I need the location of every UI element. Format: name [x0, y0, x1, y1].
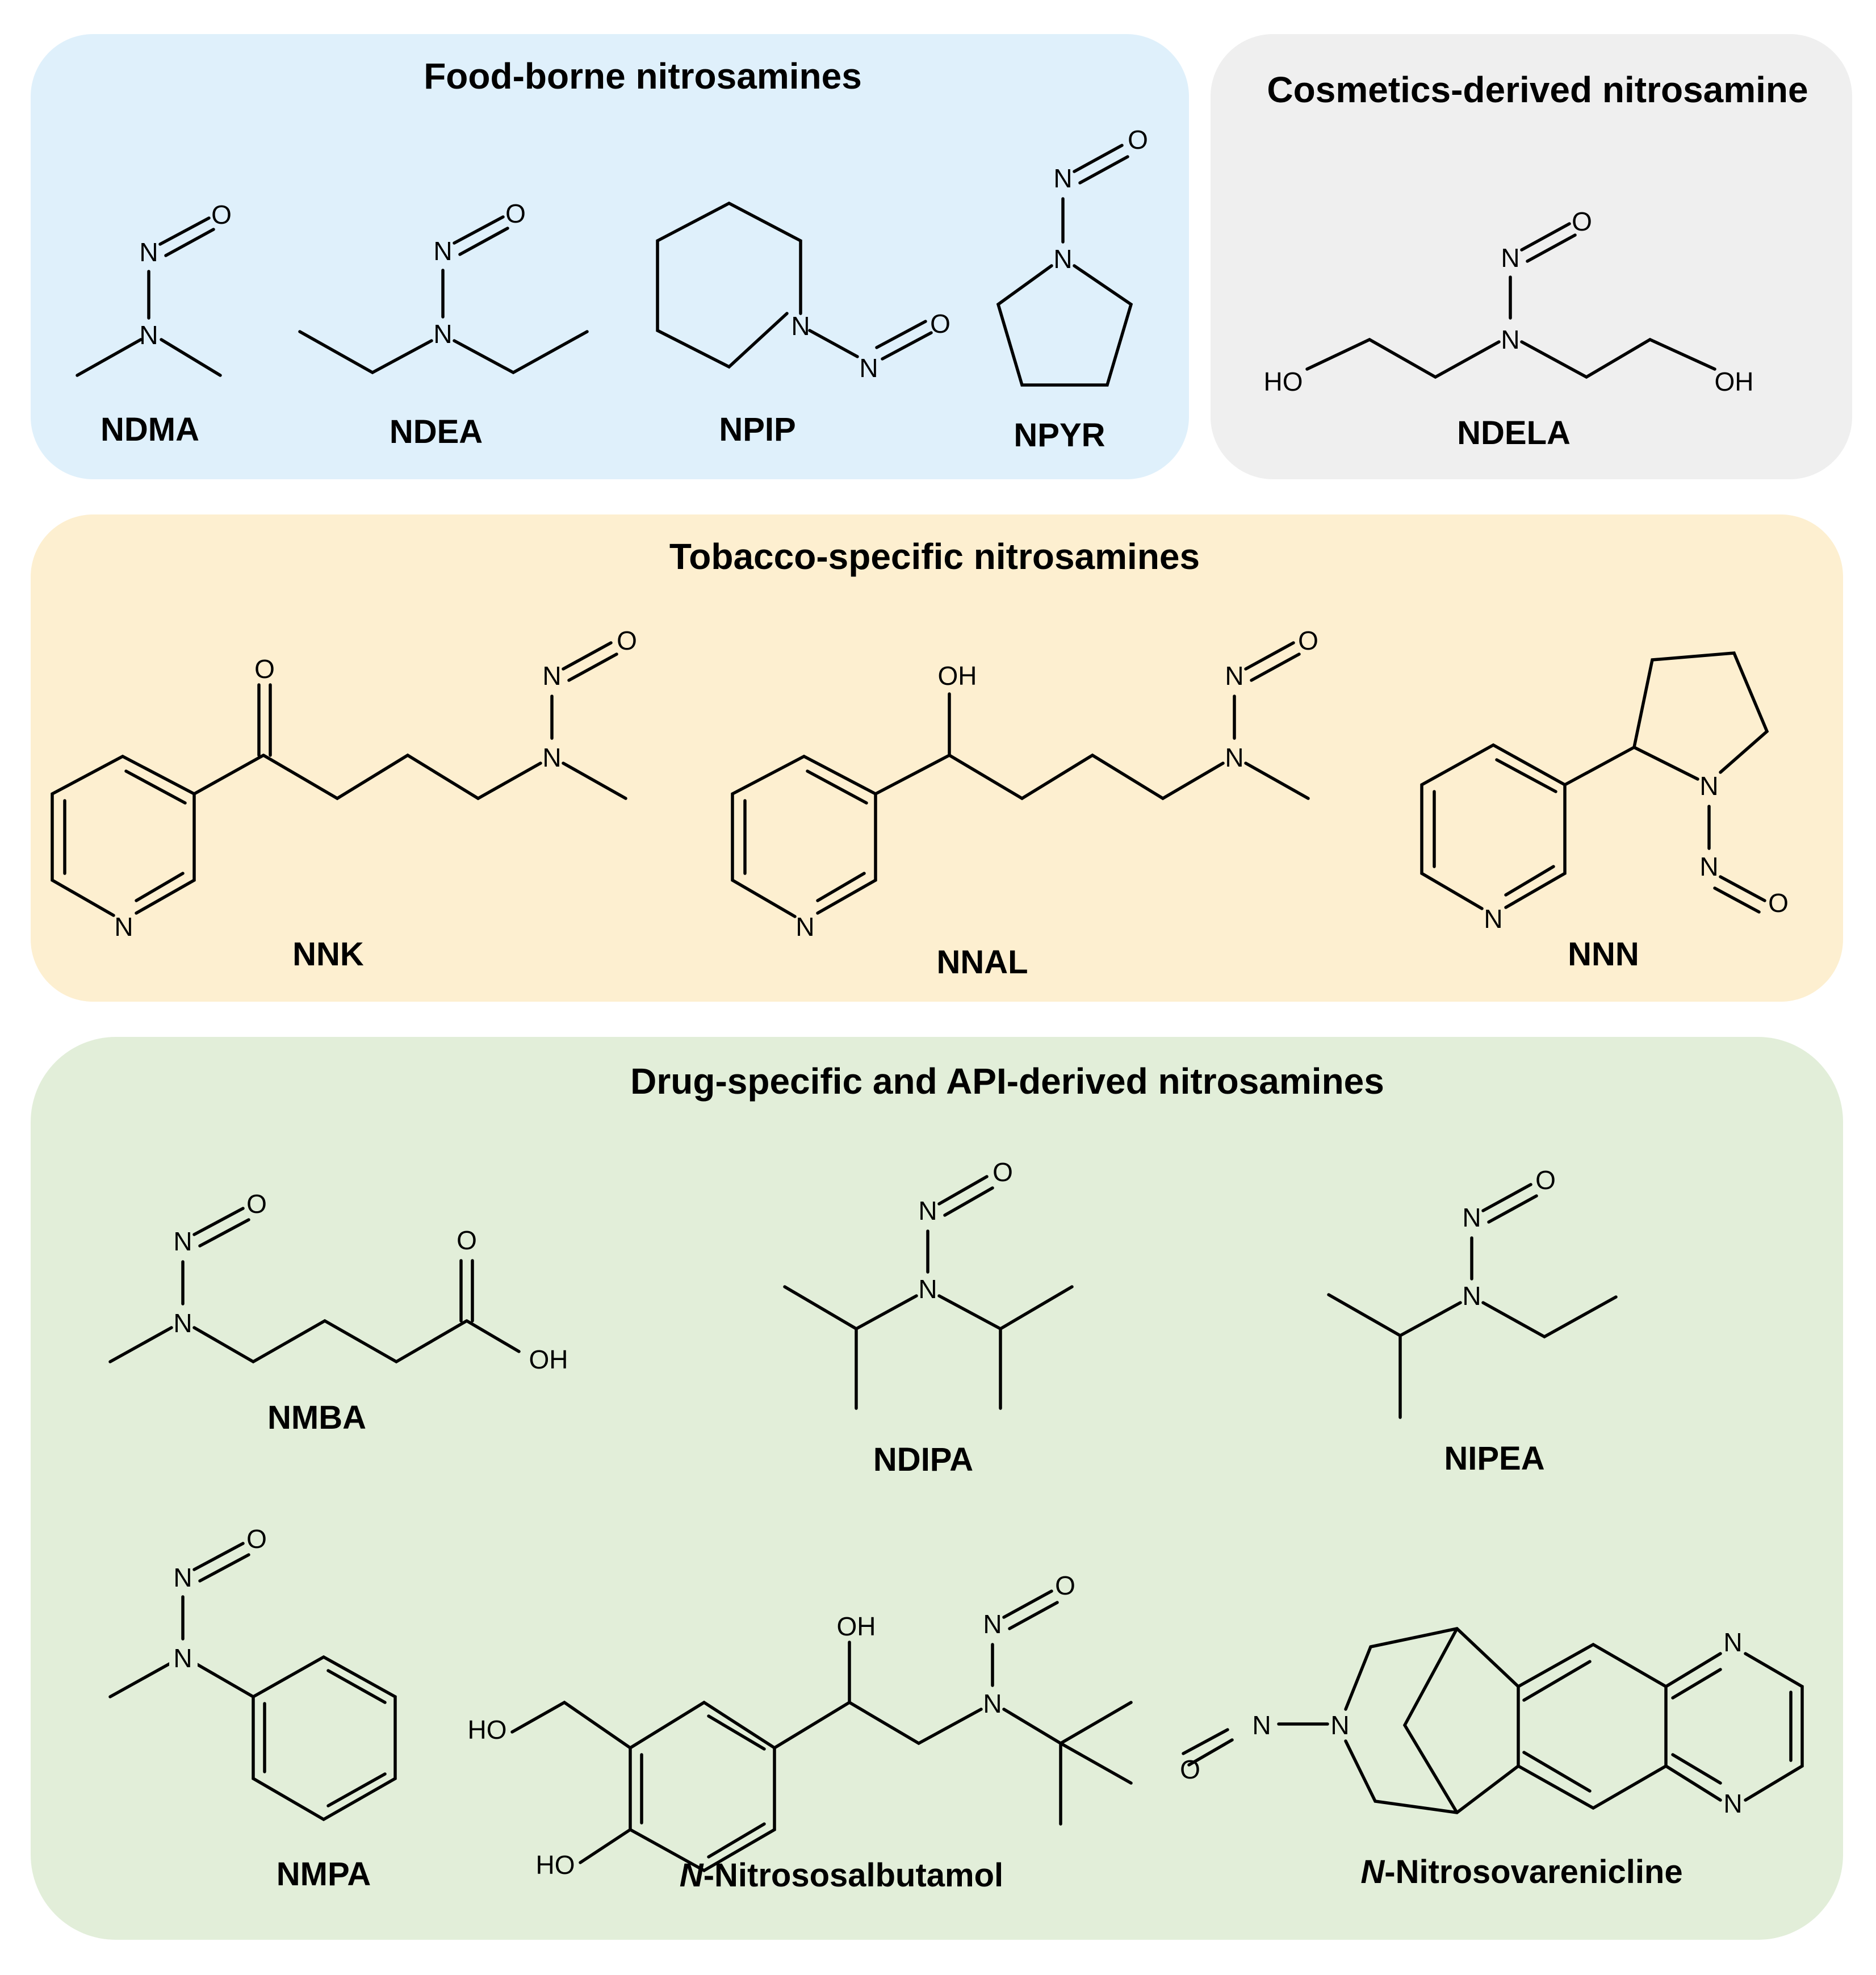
panel-title-drug: Drug-specific and API-derived nitrosamin… — [630, 1061, 1384, 1102]
label-nmba: NMBA — [267, 1399, 366, 1436]
svg-text:N: N — [173, 1563, 192, 1592]
svg-text:N: N — [1699, 771, 1718, 801]
svg-text:N: N — [1501, 243, 1519, 273]
structure-ndela: HO N N O OH — [1264, 207, 1754, 396]
svg-text:N: N — [1053, 164, 1072, 193]
svg-text:N: N — [983, 1609, 1002, 1639]
svg-text:O: O — [246, 1189, 267, 1219]
label-ndipa: NDIPA — [873, 1441, 973, 1478]
svg-text:N: N — [139, 237, 158, 267]
svg-text:N: N — [1484, 904, 1502, 934]
svg-text:N: N — [983, 1689, 1002, 1718]
svg-text:HO: HO — [536, 1850, 575, 1880]
structure-nipea: N N O — [1327, 1165, 1618, 1419]
svg-text:O: O — [246, 1524, 267, 1554]
svg-text:N: N — [1252, 1710, 1271, 1740]
svg-text:N: N — [1225, 743, 1243, 772]
panel-food — [31, 34, 1189, 479]
svg-text:N: N — [173, 1308, 192, 1338]
svg-text:O: O — [1572, 207, 1592, 236]
svg-text:O: O — [930, 309, 950, 338]
svg-text:O: O — [1535, 1165, 1556, 1195]
label-nitrososalbutamol: N-Nitrososalbutamol — [680, 1857, 1003, 1894]
structure-nmpa: N N O — [108, 1524, 397, 1822]
svg-text:O: O — [254, 654, 275, 684]
panel-tobacco — [31, 514, 1843, 1002]
svg-text:OH: OH — [938, 661, 977, 691]
label-nnk: NNK — [292, 936, 364, 973]
svg-text:N: N — [173, 1227, 192, 1256]
structure-nitrosovarenicline: O N N N N — [1180, 1627, 1804, 1818]
label-npip: NPIP — [719, 411, 795, 448]
svg-text:N: N — [542, 661, 561, 691]
structure-ndma: N N O — [76, 200, 232, 377]
svg-text:OH: OH — [837, 1612, 876, 1641]
svg-text:O: O — [1298, 626, 1318, 655]
label-nitrosovarenicline: N-Nitrosovarenicline — [1360, 1853, 1682, 1890]
svg-text:N: N — [1699, 852, 1718, 881]
svg-text:N: N — [433, 236, 452, 266]
panel-cosmetics — [1211, 34, 1852, 479]
svg-text:N: N — [1330, 1710, 1349, 1740]
label-npyr: NPYR — [1014, 417, 1105, 454]
label-nipea: NIPEA — [1444, 1440, 1544, 1477]
svg-text:N: N — [139, 320, 158, 350]
structure-nnn: N N N O — [1420, 651, 1789, 934]
svg-text:HO: HO — [468, 1715, 507, 1744]
label-nmpa: NMPA — [277, 1856, 371, 1893]
panel-title-tobacco: Tobacco-specific nitrosamines — [669, 536, 1200, 577]
svg-text:N: N — [114, 912, 133, 942]
svg-text:OH: OH — [1715, 367, 1754, 396]
structure-nmba: N N O O OH — [108, 1189, 568, 1374]
svg-text:N: N — [859, 353, 878, 383]
svg-text:N: N — [795, 912, 814, 942]
label-nnn: NNN — [1568, 936, 1639, 973]
svg-text:N: N — [918, 1196, 937, 1225]
svg-text:N: N — [433, 319, 452, 349]
panel-drug — [31, 1037, 1843, 1940]
svg-text:N: N — [1462, 1203, 1481, 1232]
label-nnal: NNAL — [936, 944, 1028, 981]
panel-title-food: Food-borne nitrosamines — [424, 56, 862, 97]
structure-npip: N N O — [656, 201, 950, 383]
label-ndela: NDELA — [1457, 415, 1571, 451]
svg-text:O: O — [617, 626, 637, 655]
svg-text:O: O — [1128, 125, 1148, 154]
svg-text:N: N — [1225, 661, 1243, 691]
svg-text:OH: OH — [529, 1345, 568, 1374]
structure-npyr: N N O — [996, 125, 1148, 387]
svg-text:O: O — [457, 1225, 477, 1255]
structure-ndipa: N N O — [783, 1157, 1074, 1410]
svg-text:O: O — [1768, 888, 1789, 918]
svg-text:N: N — [542, 743, 561, 772]
structure-ndea: N N O — [298, 199, 589, 375]
panel-title-cosmetics: Cosmetics-derived nitrosamine — [1267, 69, 1808, 110]
svg-text:N: N — [1053, 244, 1072, 274]
svg-text:O: O — [211, 200, 232, 229]
svg-text:O: O — [1180, 1755, 1200, 1784]
svg-text:N: N — [173, 1643, 192, 1673]
svg-text:N: N — [791, 311, 810, 341]
svg-text:O: O — [1055, 1571, 1075, 1600]
svg-text:N: N — [1462, 1281, 1481, 1311]
svg-text:N: N — [1723, 1627, 1742, 1657]
svg-text:HO: HO — [1264, 367, 1303, 396]
svg-text:N: N — [1501, 325, 1519, 354]
label-ndma: NDMA — [101, 411, 199, 448]
structure-nitrososalbutamol: HO HO OH N N O — [468, 1571, 1133, 1880]
structure-nnal: N OH N N O — [731, 626, 1318, 942]
structure-nnk: N O N N O — [51, 626, 637, 942]
label-ndea: NDEA — [390, 413, 483, 450]
svg-text:N: N — [918, 1274, 937, 1304]
svg-text:N: N — [1723, 1789, 1742, 1818]
svg-text:O: O — [505, 199, 526, 228]
svg-text:O: O — [993, 1157, 1013, 1187]
